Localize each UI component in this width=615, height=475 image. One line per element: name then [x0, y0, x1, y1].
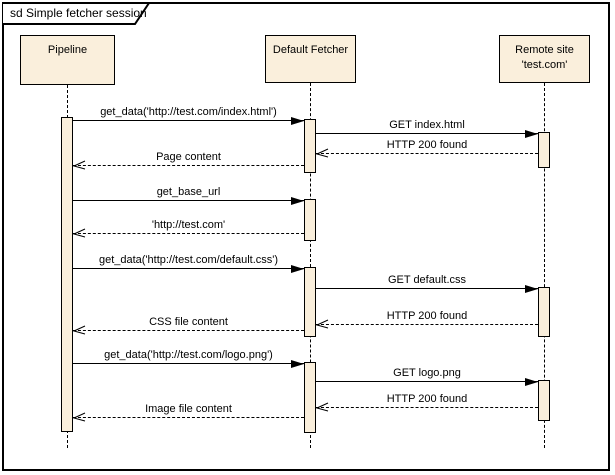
diagram-title-tab: sd Simple fetcher session: [2, 2, 152, 26]
message-line: [316, 402, 538, 412]
message-return[interactable]: HTTP 200 found: [316, 392, 538, 412]
filled-arrowhead-icon: [291, 117, 304, 125]
activation-remote-site-2[interactable]: [538, 287, 550, 337]
message-call[interactable]: GET index.html: [316, 118, 538, 138]
lifeline-default-fetcher: [310, 83, 311, 448]
activation-default-fetcher-4[interactable]: [304, 362, 316, 433]
activation-pipeline[interactable]: [61, 117, 73, 432]
message-line: [316, 285, 538, 293]
message-label: GET default.css: [387, 274, 467, 286]
lifeline-remote-site: [544, 83, 545, 448]
message-line: [73, 325, 304, 335]
message-label: CSS file content: [149, 316, 228, 328]
lifeline-head-pipeline[interactable]: Pipeline: [20, 35, 115, 85]
message-return[interactable]: HTTP 200 found: [316, 138, 538, 158]
message-label: get_data('http://test.com/logo.png'): [104, 349, 273, 361]
message-label: get_data('http://test.com/default.css'): [98, 254, 279, 266]
message-label: GET index.html: [389, 119, 465, 131]
lifeline-name: Pipeline: [47, 44, 88, 56]
message-call[interactable]: get_data('http://test.com/index.html'): [73, 105, 304, 125]
message-label: 'http://test.com': [151, 219, 226, 231]
message-line: [73, 228, 304, 238]
filled-arrowhead-icon: [291, 197, 304, 205]
filled-arrowhead-icon: [525, 285, 538, 293]
message-call[interactable]: get_data('http://test.com/default.css'): [73, 253, 304, 273]
message-call[interactable]: GET default.css: [316, 273, 538, 293]
message-call[interactable]: get_data('http://test.com/logo.png'): [73, 348, 304, 368]
message-label: Page content: [156, 151, 221, 163]
message-line: [73, 197, 304, 205]
activation-default-fetcher-1[interactable]: [304, 119, 316, 173]
filled-arrowhead-icon: [291, 360, 304, 368]
title-tab-shape: [2, 2, 151, 25]
message-label: HTTP 200 found: [386, 393, 468, 405]
open-arrowhead-icon: [73, 160, 86, 170]
message-label: Image file content: [145, 403, 232, 415]
open-arrowhead-icon: [73, 228, 86, 238]
open-arrowhead-icon: [73, 325, 86, 335]
message-line: [316, 319, 538, 329]
filled-arrowhead-icon: [525, 130, 538, 138]
message-line: [316, 130, 538, 138]
lifeline-name-line2: 'test.com': [521, 59, 568, 71]
diagram-title: sd Simple fetcher session: [10, 6, 147, 20]
open-arrowhead-icon: [316, 402, 329, 412]
message-call[interactable]: GET logo.png: [316, 366, 538, 386]
message-line: [316, 378, 538, 386]
lifeline-name: Default Fetcher: [272, 44, 349, 56]
message-line: [73, 160, 304, 170]
message-return[interactable]: 'http://test.com': [73, 218, 304, 238]
lifeline-head-default-fetcher[interactable]: Default Fetcher: [265, 35, 356, 83]
activation-default-fetcher-3[interactable]: [304, 267, 316, 337]
message-label: HTTP 200 found: [386, 310, 468, 322]
message-label: get_data('http://test.com/index.html'): [100, 106, 277, 118]
message-label: HTTP 200 found: [386, 139, 468, 151]
message-return[interactable]: Page content: [73, 150, 304, 170]
message-line: [73, 360, 304, 368]
message-return[interactable]: CSS file content: [73, 315, 304, 335]
message-return[interactable]: Image file content: [73, 402, 304, 422]
message-line: [73, 412, 304, 422]
lifeline-name: Remote site: [515, 44, 574, 56]
open-arrowhead-icon: [73, 412, 86, 422]
open-arrowhead-icon: [316, 148, 329, 158]
activation-remote-site-1[interactable]: [538, 132, 550, 168]
message-label: GET logo.png: [393, 367, 461, 379]
activation-remote-site-3[interactable]: [538, 380, 550, 421]
message-line: [73, 117, 304, 125]
filled-arrowhead-icon: [525, 378, 538, 386]
message-line: [316, 148, 538, 158]
lifeline-head-remote-site[interactable]: Remote site 'test.com': [499, 35, 590, 83]
message-return[interactable]: HTTP 200 found: [316, 309, 538, 329]
message-label: get_base_url: [156, 186, 221, 198]
message-line: [73, 265, 304, 273]
filled-arrowhead-icon: [291, 265, 304, 273]
message-call[interactable]: get_base_url: [73, 185, 304, 205]
open-arrowhead-icon: [316, 319, 329, 329]
activation-default-fetcher-2[interactable]: [304, 199, 316, 241]
